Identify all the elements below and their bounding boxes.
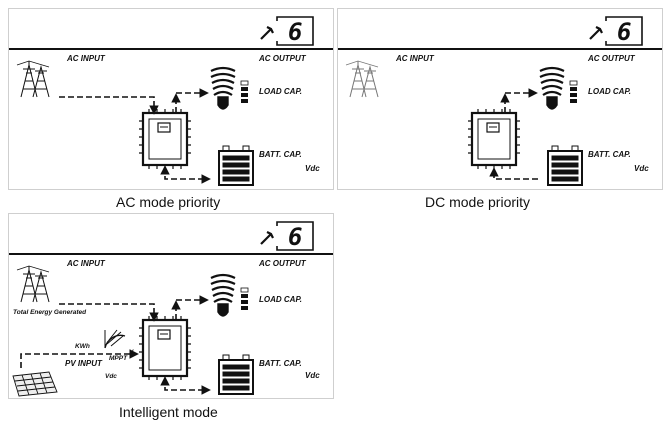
ac-to-inverter-flow xyxy=(59,96,159,115)
battery-icon xyxy=(547,145,583,186)
panel-intelligent-mode: 6 AC INPUT AC OUTPUT Total Energy Genera… xyxy=(8,213,334,399)
batt-cap-label: BATT. CAP. xyxy=(588,150,631,159)
lcd-digit-frame xyxy=(276,221,314,251)
solar-panel-icon xyxy=(12,371,58,397)
ac-input-label: AC INPUT xyxy=(66,259,106,268)
batt-cap-label: BATT. CAP. xyxy=(259,359,302,368)
batt-cap-label: BATT. CAP. xyxy=(259,150,302,159)
inverter-to-load-flow xyxy=(171,88,209,113)
pv-vdc-label: Vdc xyxy=(105,373,117,380)
intelligent-mode-diagram: 6 AC INPUT AC OUTPUT Total Energy Genera… xyxy=(9,221,333,397)
load-capacity-meter xyxy=(240,287,249,310)
ac-input-label: AC INPUT xyxy=(395,54,435,63)
mppt-label: MPPT xyxy=(109,355,128,362)
wrench-icon xyxy=(589,26,603,40)
inverter-icon xyxy=(139,316,191,380)
pv-to-inverter-flow xyxy=(20,349,139,368)
inverter-icon xyxy=(468,109,520,169)
inverter-to-load-flow xyxy=(171,295,209,320)
caption-ac-mode: AC mode priority xyxy=(116,194,221,210)
mppt-gauge-icon xyxy=(104,329,126,349)
power-tower-icon xyxy=(16,265,50,303)
inverter-icon xyxy=(139,109,191,169)
lcd-digit-frame xyxy=(605,16,643,46)
panel-ac-mode: 6 AC INPUT AC OUTPUT xyxy=(8,8,334,190)
ac-output-label: AC OUTPUT xyxy=(258,259,307,268)
battery-icon xyxy=(218,145,254,186)
bulb-icon xyxy=(210,66,236,110)
power-tower-icon xyxy=(16,60,50,98)
ac-to-inverter-flow xyxy=(59,303,159,322)
caption-dc-mode: DC mode priority xyxy=(425,194,531,210)
lcd-digit: 6 xyxy=(617,18,631,46)
mppt-v-label: V xyxy=(129,349,134,356)
wrench-icon xyxy=(260,231,274,245)
total-energy-label: Total Energy Generated xyxy=(13,309,87,316)
load-cap-label: LOAD CAP. xyxy=(588,87,631,96)
caption-intelligent-mode: Intelligent mode xyxy=(119,404,218,420)
bulb-icon xyxy=(210,273,236,317)
kwh-label: KWh xyxy=(75,343,90,350)
inverter-to-load-flow xyxy=(500,88,538,113)
load-capacity-meter xyxy=(240,80,249,103)
load-cap-label: LOAD CAP. xyxy=(259,295,302,304)
ac-output-label: AC OUTPUT xyxy=(258,54,307,63)
load-capacity-meter xyxy=(569,80,578,103)
lcd-digit: 6 xyxy=(288,18,302,46)
vdc-label: Vdc xyxy=(305,371,320,380)
panel-dc-mode: 6 AC INPUT AC OUTPUT xyxy=(337,8,663,190)
lcd-digit-frame xyxy=(276,16,314,46)
bulb-icon xyxy=(539,66,565,110)
inverter-battery-flow xyxy=(160,376,211,395)
vdc-label: Vdc xyxy=(305,164,320,173)
battery-icon xyxy=(218,354,254,395)
vdc-label: Vdc xyxy=(634,164,649,173)
wrench-icon xyxy=(260,26,274,40)
pv-input-label: PV INPUT xyxy=(65,359,103,368)
load-cap-label: LOAD CAP. xyxy=(259,87,302,96)
ac-input-label: AC INPUT xyxy=(66,54,106,63)
inverter-battery-flow xyxy=(160,165,211,184)
dc-mode-diagram: 6 AC INPUT AC OUTPUT xyxy=(338,16,662,186)
battery-to-inverter-flow xyxy=(489,167,538,180)
lcd-digit: 6 xyxy=(288,223,302,251)
ac-mode-diagram: 6 AC INPUT AC OUTPUT xyxy=(9,16,333,186)
ac-output-label: AC OUTPUT xyxy=(587,54,636,63)
power-tower-icon xyxy=(345,60,379,98)
